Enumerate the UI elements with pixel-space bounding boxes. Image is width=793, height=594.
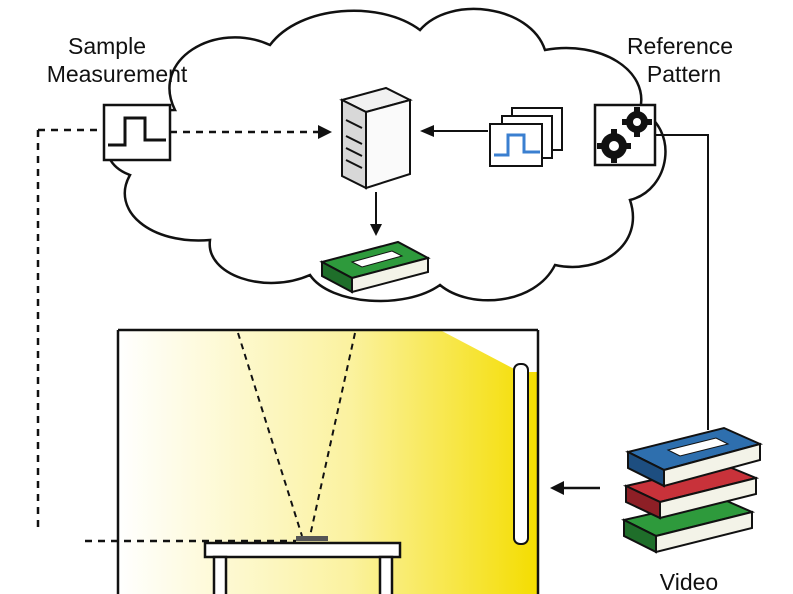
camera-view-cone — [237, 332, 356, 537]
cassette-stack-icon — [621, 426, 763, 554]
arrow-icon — [318, 125, 332, 139]
arrow-icon — [370, 224, 382, 236]
signal-waveform-icon — [102, 103, 172, 162]
sample-label-line2: Measurement — [47, 61, 188, 87]
arrow-icon — [420, 125, 434, 137]
light-bar-icon — [513, 363, 529, 545]
table-icon — [203, 541, 402, 594]
arrow-icon — [550, 481, 564, 495]
video-cassette-icon — [319, 240, 431, 294]
reference-label-line1: Reference — [627, 33, 733, 59]
video-label: Video — [660, 569, 718, 594]
gears-icon — [593, 103, 657, 167]
measurement-path — [36, 128, 318, 543]
reference-label-line2: Pattern — [647, 61, 721, 87]
server-icon — [339, 86, 413, 190]
sample-object — [296, 536, 328, 541]
sample-label-line1: Sample — [68, 33, 146, 59]
pattern-stack-icon — [489, 107, 563, 167]
